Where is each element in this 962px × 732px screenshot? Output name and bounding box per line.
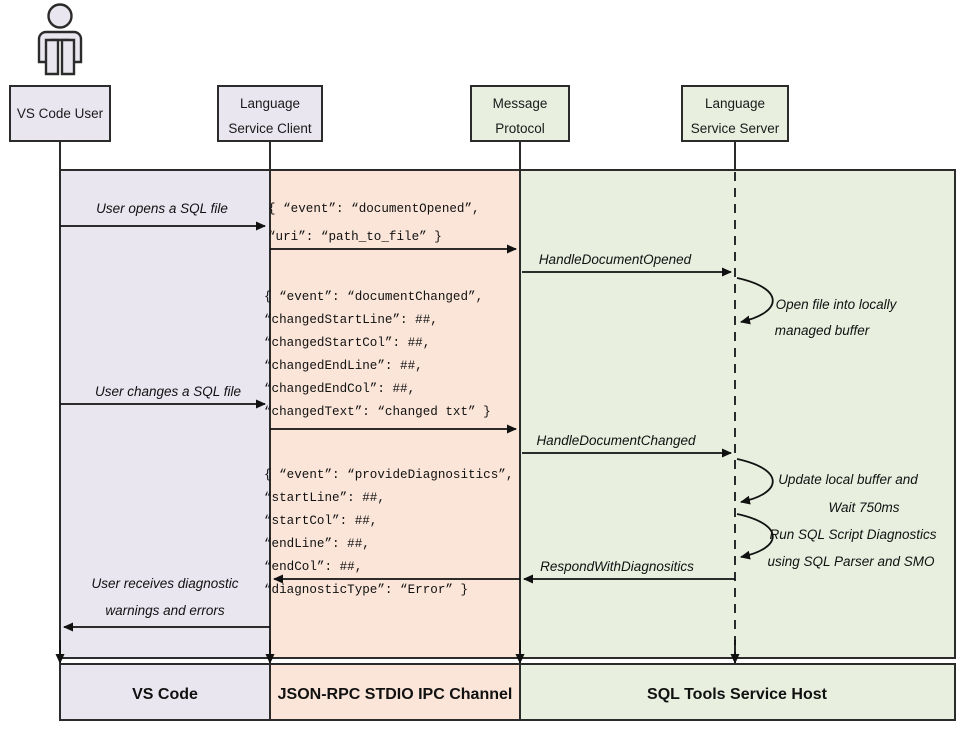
- self-loop-arc: [736, 458, 774, 505]
- arrow-label-handle-document-changed: HandleDocumentChanged: [536, 433, 696, 448]
- message-arrows: User opens a SQL file HandleDocumentOpen…: [60, 201, 735, 632]
- json-block-provide-diagnostics: { “event”: “provideDiagnositics”, “start…: [264, 468, 513, 597]
- lifelines-dashed: [59, 172, 736, 658]
- actor-head-icon: [47, 3, 73, 29]
- arrow-label-user-receives-line2: warnings and errors: [105, 603, 225, 618]
- footer-label-ipc: JSON-RPC STDIO IPC Channel: [278, 686, 513, 703]
- lifeline-terminators: [55, 640, 740, 664]
- json-line: “changedEndCol”: ##,: [264, 382, 415, 396]
- lifeline-label-client-line1: Language: [240, 96, 300, 111]
- lifeline-label-client-line2: Service Client: [228, 121, 312, 136]
- lifeline-label-vscode-user: VS Code User: [17, 106, 104, 121]
- band-region-ipc: [269, 169, 521, 659]
- self-loop-arc: [736, 277, 774, 325]
- activity-bands: [59, 169, 956, 659]
- json-line: “changedText”: “changed txt” }: [264, 405, 491, 419]
- self-loop-note-line1: Run SQL Script Diagnostics: [769, 527, 936, 542]
- json-block-document-changed: { “event”: “documentChanged”, “changedSt…: [264, 290, 491, 419]
- band-region-host: [519, 169, 956, 659]
- json-line: { “event”: “documentOpened”,: [268, 202, 480, 216]
- arrow-label-user-receives-line1: User receives diagnostic: [91, 576, 238, 591]
- self-loop-run-sql-diagnostics: Run SQL Script Diagnostics using SQL Par…: [736, 513, 937, 569]
- footer-label-host: SQL Tools Service Host: [647, 686, 828, 703]
- lifeline-label-server-line1: Language: [705, 96, 765, 111]
- lifeline-box-language-service-server[interactable]: [681, 85, 789, 142]
- lifeline-box-vscode-user[interactable]: [9, 85, 111, 142]
- self-loop-update-buffer-wait: Update local buffer and Wait 750ms: [736, 458, 918, 515]
- self-loop-note-line2: using SQL Parser and SMO: [767, 554, 935, 569]
- footer-label-vscode: VS Code: [132, 686, 198, 703]
- self-loop-note-line1: Update local buffer and: [778, 472, 918, 487]
- actor-stick-figure: [37, 3, 83, 76]
- json-payloads: { “event”: “documentOpened”, “uri”: “pat…: [264, 202, 513, 597]
- arrow-label-respond-with-diagnostics: RespondWithDiagnositics: [540, 559, 694, 574]
- self-loop-activations: Open file into locally managed buffer Up…: [736, 277, 937, 569]
- lifeline-label-server-line2: Service Server: [691, 121, 780, 136]
- self-loop-open-file-into-buffer: Open file into locally managed buffer: [736, 277, 898, 338]
- arrow-label-user-changes-file: User changes a SQL file: [95, 384, 241, 399]
- json-line: “uri”: “path_to_file” }: [268, 230, 442, 244]
- lifeline-headers: VS Code User Language Service Client Mes…: [9, 85, 789, 170]
- footer-bands: VS Code JSON-RPC STDIO IPC Channel SQL T…: [59, 663, 956, 721]
- footer-band-vscode[interactable]: [59, 663, 271, 721]
- json-line: { “event”: “documentChanged”,: [264, 290, 483, 304]
- self-loop-arc: [736, 513, 774, 560]
- json-line: “changedStartCol”: ##,: [264, 336, 430, 350]
- json-line: “startCol”: ##,: [264, 514, 377, 528]
- json-line: “diagnosticType”: “Error” }: [264, 583, 468, 597]
- json-line: “startLine”: ##,: [264, 491, 385, 505]
- arrow-label-user-opens-file: User opens a SQL file: [96, 201, 228, 216]
- band-region-vscode: [59, 169, 271, 659]
- actor-legs-icon: [44, 38, 76, 76]
- lifeline-label-protocol-line2: Protocol: [495, 121, 545, 136]
- json-line: “endCol”: ##,: [264, 560, 362, 574]
- arrow-label-handle-document-opened: HandleDocumentOpened: [539, 252, 692, 267]
- footer-band-host[interactable]: [519, 663, 956, 721]
- self-loop-note-line1: Open file into locally: [776, 297, 898, 312]
- json-line: { “event”: “provideDiagnositics”,: [264, 468, 513, 482]
- self-loop-note-line2: managed buffer: [775, 323, 870, 338]
- json-line: “changedStartLine”: ##,: [264, 313, 438, 327]
- json-block-document-opened: { “event”: “documentOpened”, “uri”: “pat…: [268, 202, 480, 244]
- self-loop-note-line2: Wait 750ms: [828, 500, 899, 515]
- lifeline-label-protocol-line1: Message: [493, 96, 548, 111]
- json-line: “changedEndLine”: ##,: [264, 359, 423, 373]
- json-line: “endLine”: ##,: [264, 537, 370, 551]
